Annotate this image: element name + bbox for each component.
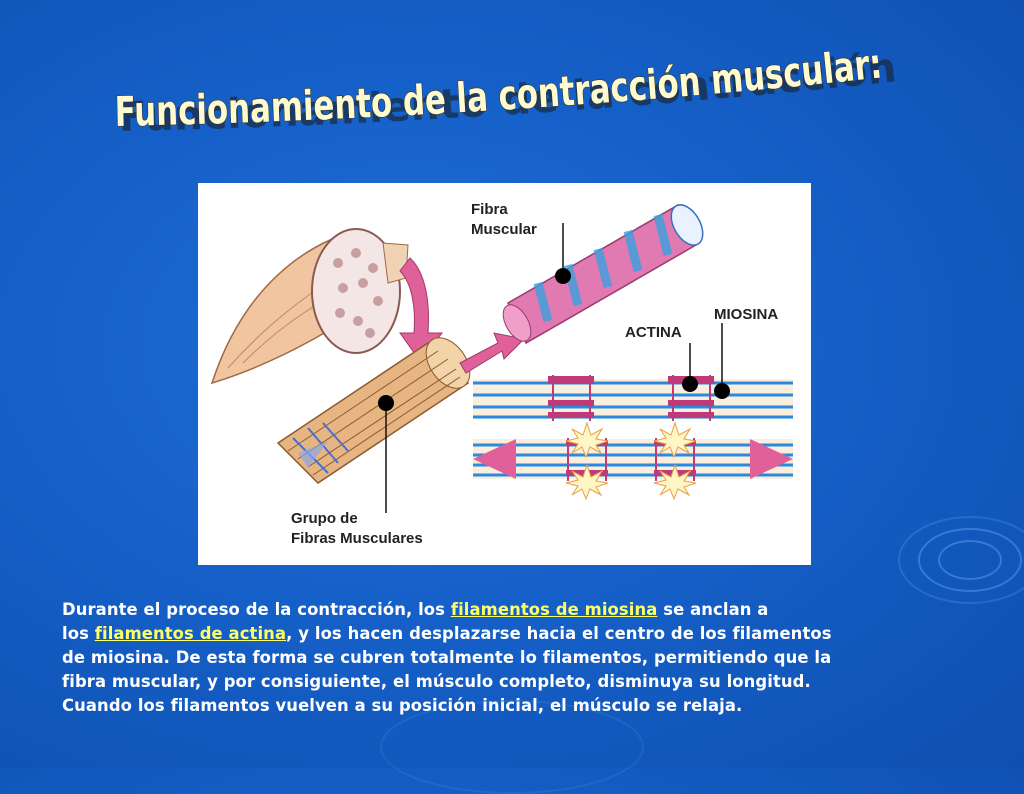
label-fibra: Fibra xyxy=(471,201,508,218)
fiber-bundle-illustration xyxy=(276,337,471,484)
body-line-1: Durante el proceso de la contracción, lo… xyxy=(62,598,982,622)
left-arrow-icon xyxy=(750,439,793,479)
label-miosina: MIOSINA xyxy=(714,306,778,323)
right-arrow-icon xyxy=(459,332,526,374)
body-line-2: los filamentos de actina, y los hacen de… xyxy=(62,622,982,646)
pointer-dot xyxy=(378,395,394,411)
label-muscular: Muscular xyxy=(471,221,537,238)
body-text-span: se anclan a xyxy=(657,600,769,619)
pointer-dot xyxy=(682,376,698,392)
body-line-5: Cuando los filamentos vuelven a su posic… xyxy=(62,696,743,715)
link-filamentos-miosina[interactable]: filamentos de miosina xyxy=(450,600,658,619)
body-line-3: de miosina. De esta forma se cubren tota… xyxy=(62,648,832,667)
slide-title: Funcionamiento de la contracción muscula… xyxy=(0,0,1024,180)
body-text-span: Durante el proceso de la contracción, lo… xyxy=(62,600,451,619)
body-text-span: los xyxy=(62,624,95,643)
sarcomere-contracted-illustration xyxy=(473,421,793,501)
muscle-contraction-figure: Fibra Muscular MIOSINA ACTINA Grupo de F… xyxy=(198,183,811,565)
muscle-fiber-illustration xyxy=(502,203,704,345)
body-text-span: , y los hacen desplazarse hacia el centr… xyxy=(286,624,832,643)
link-filamentos-actina[interactable]: filamentos de actina xyxy=(94,624,287,643)
water-ripple-decoration xyxy=(898,516,1024,604)
body-line-4: fibra muscular, y por consiguiente, el m… xyxy=(62,672,811,691)
left-arrow-icon xyxy=(473,439,516,479)
pointer-dot xyxy=(555,268,571,284)
label-actina: ACTINA xyxy=(625,324,682,341)
body-paragraph: Durante el proceso de la contracción, lo… xyxy=(62,598,982,718)
label-fibras-musculares: Fibras Musculares xyxy=(291,530,423,547)
label-grupo-de: Grupo de xyxy=(291,510,358,527)
sarcomere-relaxed-illustration xyxy=(473,375,793,421)
pointer-dot xyxy=(714,383,730,399)
